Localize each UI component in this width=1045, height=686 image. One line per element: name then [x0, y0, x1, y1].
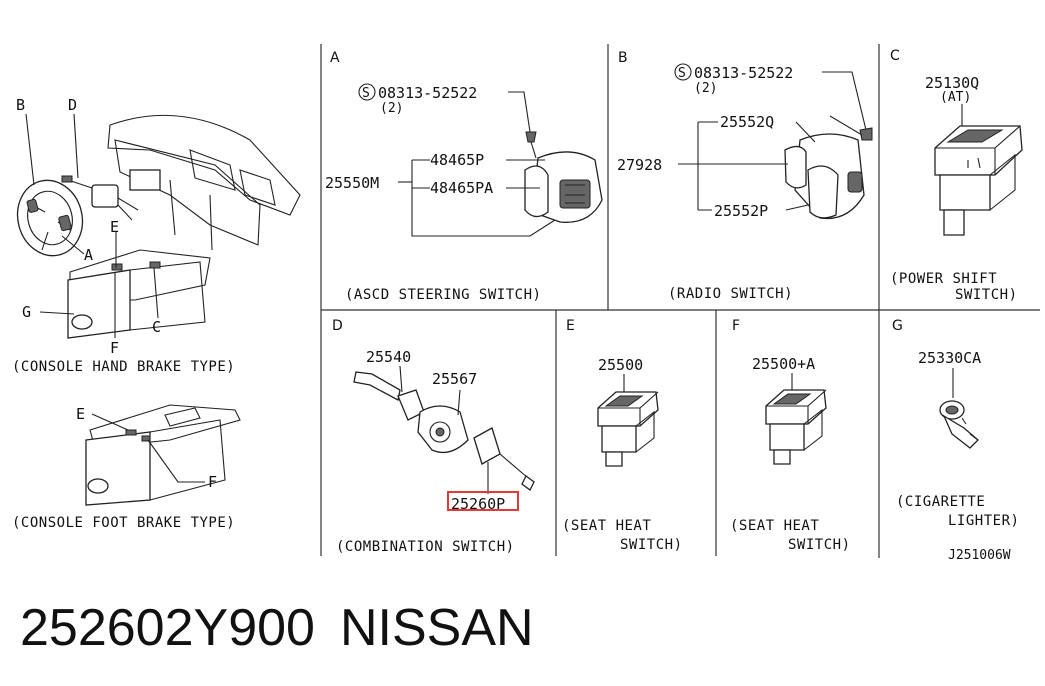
section-g-part-25330ca: 25330CA — [918, 349, 981, 367]
left-label-b: B — [16, 96, 25, 114]
diagram-code: J251006W — [948, 548, 1011, 563]
section-g-cigarette-lighter-illustration — [939, 368, 979, 449]
section-d-part-25260p: 25260P — [451, 495, 505, 513]
section-a-screw-icon — [358, 83, 376, 101]
section-a-ascd-switch-illustration — [398, 91, 603, 237]
section-b-screw-qty: (2) — [694, 81, 717, 96]
part-number: 252602Y900 — [20, 599, 315, 657]
section-a-part-48465pa: 48465PA — [430, 179, 493, 197]
section-c-letter: C — [890, 48, 900, 64]
section-b-screw-icon — [674, 63, 692, 81]
section-d-caption: (COMBINATION SWITCH) — [336, 539, 515, 555]
section-b-screw-code: 08313-52522 — [694, 64, 793, 82]
section-a-part-25550m: 25550M — [325, 174, 379, 192]
left-bottom-label-e: E — [76, 405, 85, 423]
section-d-letter: D — [332, 318, 343, 334]
section-e-part-25500: 25500 — [598, 356, 643, 374]
console-hand-brake-caption: (CONSOLE HAND BRAKE TYPE) — [12, 359, 235, 375]
section-a-screw-code: 08313-52522 — [378, 84, 477, 102]
section-c-part-sub: (AT) — [940, 90, 971, 105]
section-f-seat-heat-switch-illustration — [765, 373, 827, 465]
section-f-caption-2: SWITCH) — [788, 537, 851, 553]
left-label-a: A — [84, 246, 93, 264]
section-a-letter: A — [330, 50, 340, 66]
section-b-letter: B — [618, 50, 628, 66]
section-e-seat-heat-switch-illustration — [597, 374, 659, 467]
left-label-d: D — [68, 96, 77, 114]
left-label-c: C — [152, 318, 161, 336]
section-c-caption-2: SWITCH) — [955, 287, 1018, 303]
section-g-caption-2: LIGHTER) — [948, 513, 1019, 529]
console-foot-brake-caption: (CONSOLE FOOT BRAKE TYPE) — [12, 515, 235, 531]
section-d-combination-switch-illustration — [353, 365, 535, 494]
section-d-highlight-box — [447, 491, 519, 511]
section-d-part-25540: 25540 — [366, 348, 411, 366]
section-b-caption: (RADIO SWITCH) — [668, 286, 793, 302]
left-label-g: G — [22, 303, 31, 321]
section-d-part-25567: 25567 — [432, 370, 477, 388]
section-b-part-27928: 27928 — [617, 156, 662, 174]
brand-name: NISSAN — [340, 599, 534, 657]
section-e-caption-2: SWITCH) — [620, 537, 683, 553]
console-foot-brake-illustration — [85, 404, 241, 506]
section-b-radio-switch-illustration — [678, 71, 873, 220]
section-a-screw-qty: (2) — [380, 101, 403, 116]
section-a-screw-s-icon: S — [362, 86, 370, 101]
section-f-letter: F — [732, 318, 740, 334]
section-e-caption-1: (SEAT HEAT — [562, 518, 651, 534]
section-a-caption: (ASCD STEERING SWITCH) — [345, 287, 541, 303]
section-c-part-25130q: 25130Q — [925, 74, 979, 92]
section-a-part-48465p: 48465P — [430, 151, 484, 169]
console-hand-brake-illustration — [16, 113, 301, 339]
section-g-caption-1: (CIGARETTE — [896, 494, 985, 510]
left-label-e: E — [110, 218, 119, 236]
section-c-caption-1: (POWER SHIFT — [890, 271, 997, 287]
section-b-part-25552p: 25552P — [714, 202, 768, 220]
left-bottom-label-f: F — [208, 473, 217, 491]
section-c-power-shift-switch-illustration — [934, 104, 1023, 236]
section-b-screw-s-icon: S — [678, 66, 686, 81]
section-g-letter: G — [892, 318, 903, 334]
section-e-letter: E — [566, 318, 575, 334]
section-grid — [320, 44, 1040, 558]
left-label-f: F — [110, 339, 119, 357]
section-f-caption-1: (SEAT HEAT — [730, 518, 819, 534]
section-f-part-25500a: 25500+A — [752, 355, 815, 373]
section-b-part-25552q: 25552Q — [720, 113, 774, 131]
